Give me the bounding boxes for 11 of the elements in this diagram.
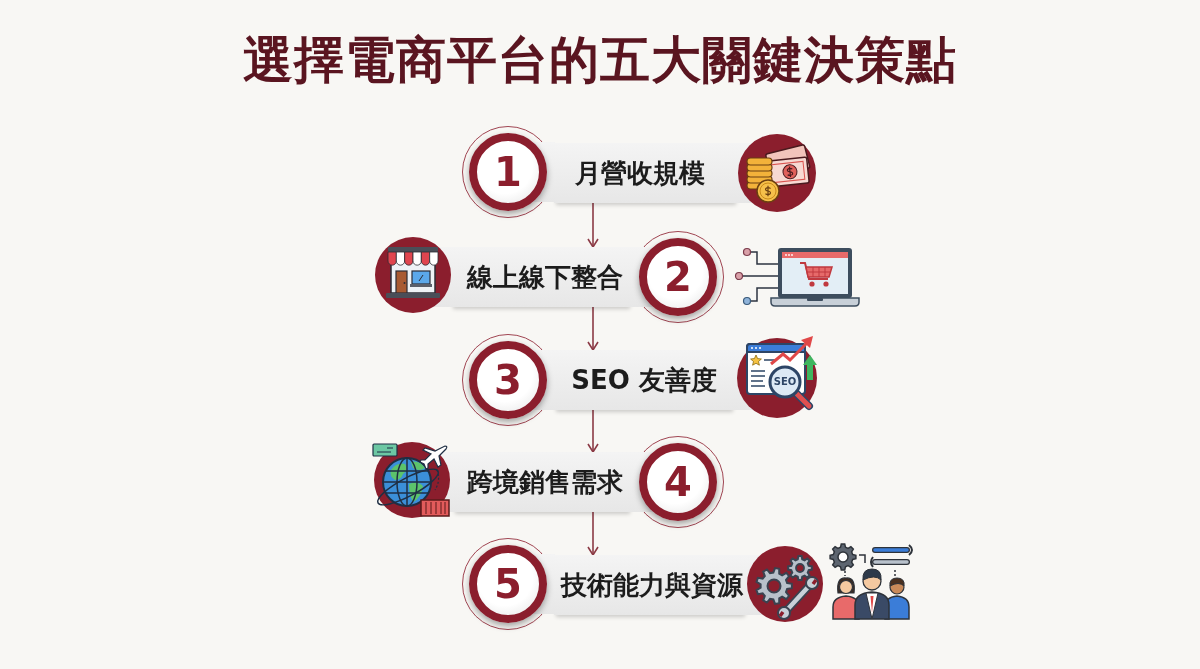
magnifier-label: SEO xyxy=(773,377,797,387)
arrow xyxy=(587,202,599,248)
title: 選擇電商平台的五大關鍵決策點 xyxy=(243,30,957,91)
step-band: 跨境銷售需求 xyxy=(453,452,632,512)
arrow xyxy=(587,511,599,556)
step-band: 線上線下整合 xyxy=(451,247,632,307)
step-band: SEO 友善度 xyxy=(554,350,735,410)
step-band: 技術能力與資源 xyxy=(554,555,747,615)
arrow xyxy=(587,306,599,351)
arrow xyxy=(587,409,599,453)
step-band: 月營收規模 xyxy=(554,143,738,203)
